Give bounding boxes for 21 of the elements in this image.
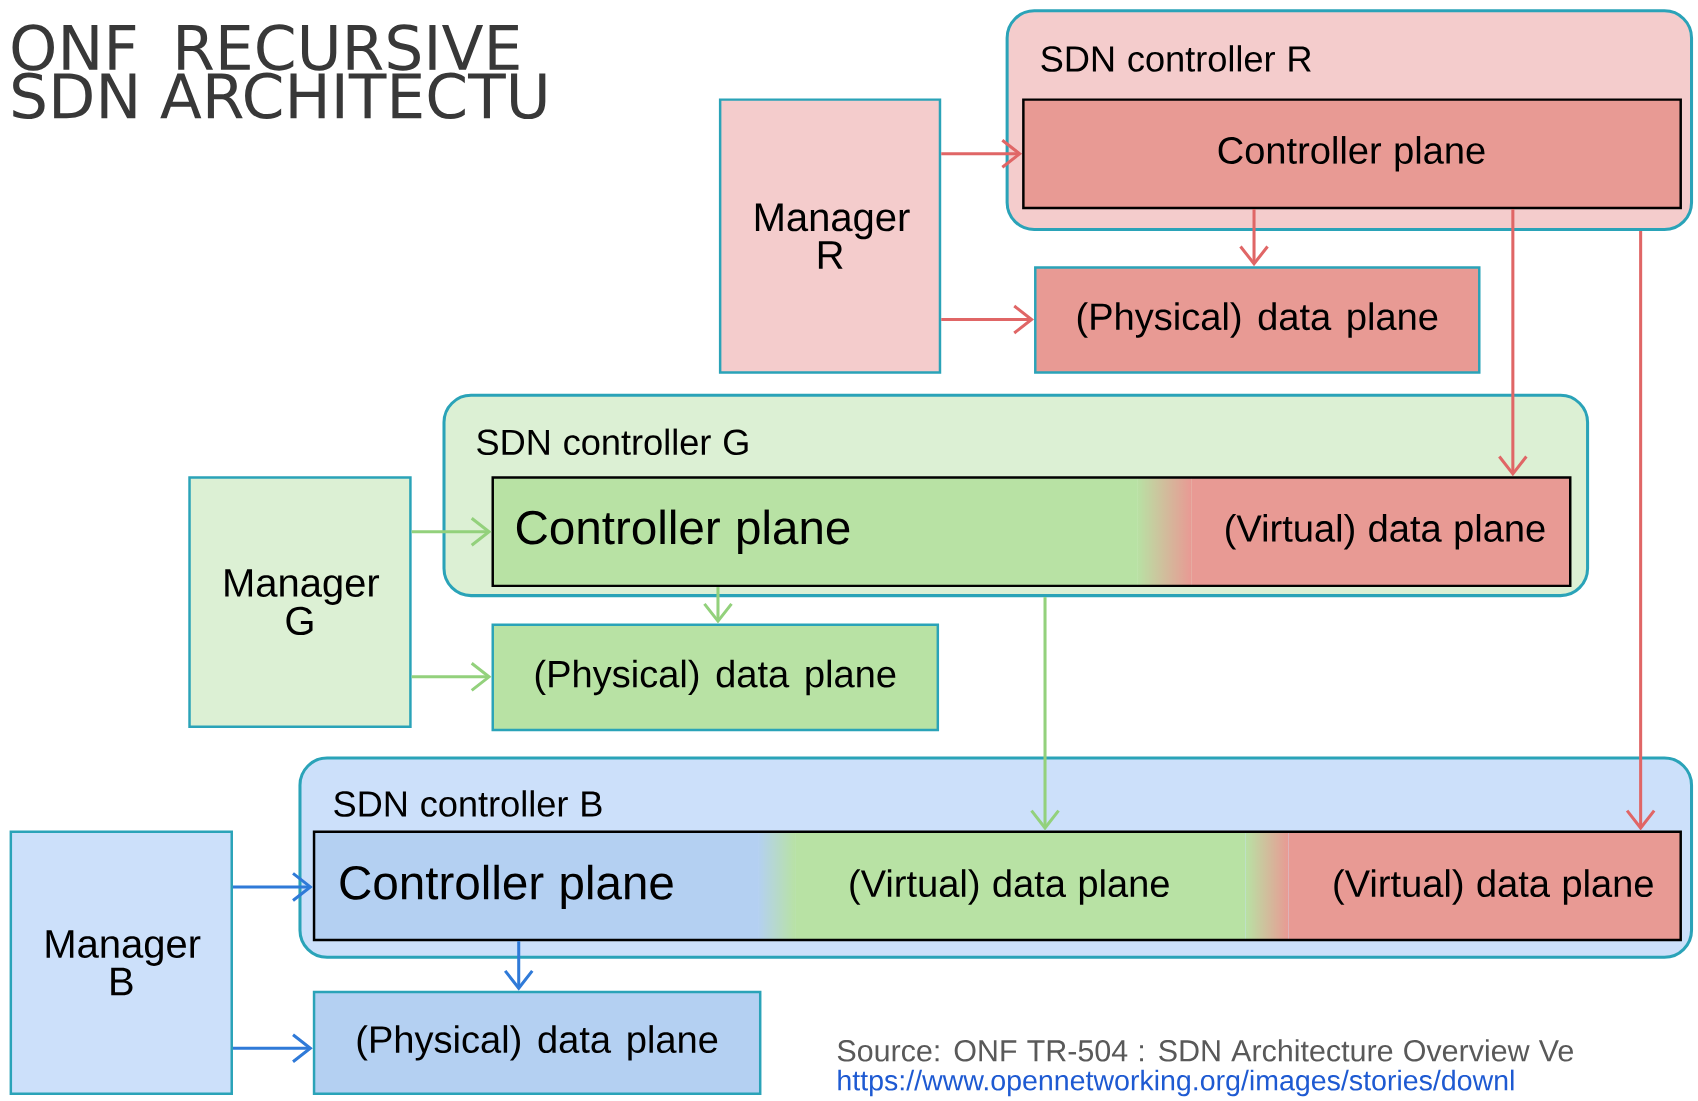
data-plane-box: (Physical) data plane <box>312 990 762 1095</box>
arrow <box>1030 597 1060 831</box>
manager-box: Manager R <box>718 98 942 374</box>
arrow <box>941 304 1035 335</box>
manager-box: Manager B <box>9 830 233 1095</box>
link: https://www.opennetworking.org/images/stories/downl <box>838 1069 1514 1097</box>
data-plane-box: (Physical) data plane <box>1034 266 1481 374</box>
title: ONF RECURSIVE SDN ARCHITECTU <box>12 24 546 119</box>
data-plane-box: (Physical) data plane <box>491 623 940 731</box>
plane-box: Controller plane (Virtual) data plane (Virtual) data plane <box>312 830 1682 942</box>
arrow <box>233 872 313 902</box>
arrow <box>1625 230 1656 831</box>
source-note: Source: ONF TR-504 : SDN Architecture Overview Ve <box>837 1039 1573 1062</box>
plane-box: Controller plane <box>1022 98 1682 209</box>
arrow <box>1498 209 1528 477</box>
arrow <box>411 661 492 692</box>
manager-box: Manager G <box>188 476 412 728</box>
arrow <box>411 516 492 547</box>
plane-box: Controller plane (Virtual) data plane <box>491 476 1572 587</box>
arrow <box>233 1033 313 1063</box>
arrow <box>941 138 1023 169</box>
